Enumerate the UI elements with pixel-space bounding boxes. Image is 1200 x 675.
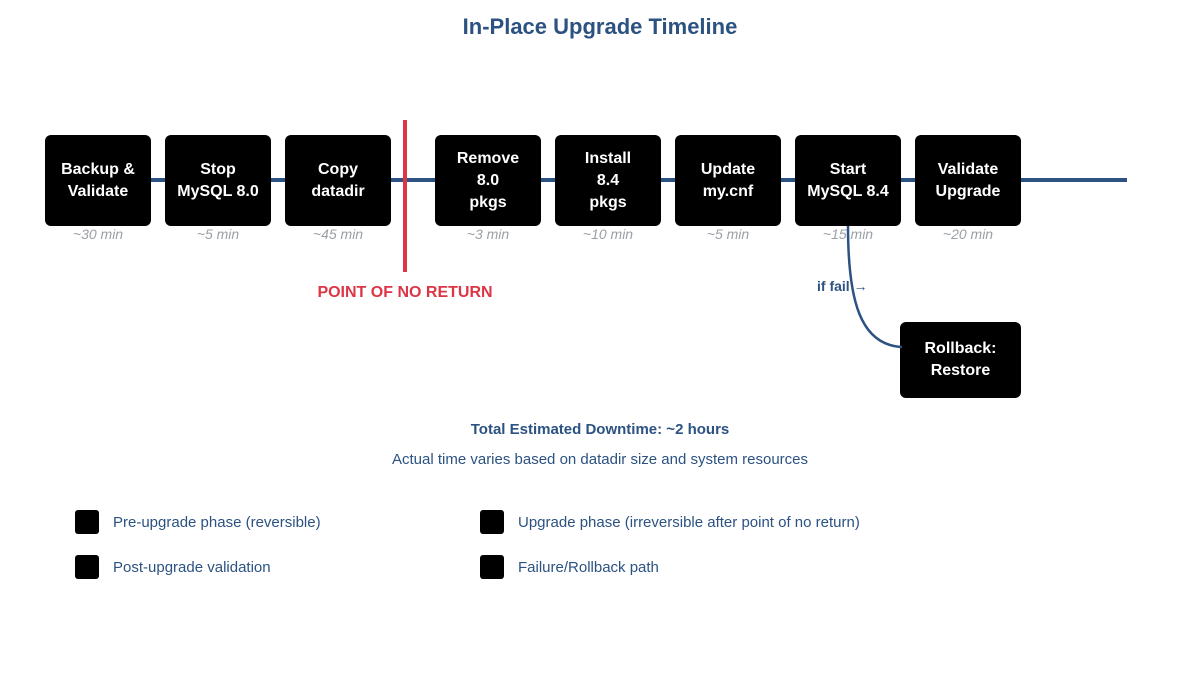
step-label: Stop MySQL 8.0 bbox=[177, 160, 259, 200]
legend-label: Upgrade phase (irreversible after point … bbox=[518, 513, 860, 531]
point-of-no-return-label: POINT OF NO RETURN bbox=[317, 284, 493, 301]
point-of-no-return-line bbox=[403, 120, 407, 272]
legend-swatch bbox=[480, 555, 504, 579]
rollback-label: Rollback: Restore bbox=[924, 340, 997, 379]
step-duration: ~30 min bbox=[72, 226, 124, 242]
step-start-mysql-84: Start MySQL 8.4 bbox=[795, 135, 901, 226]
step-label: Install 8.4 pkgs bbox=[584, 149, 632, 211]
step-update-mycnf: Update my.cnf bbox=[675, 135, 781, 226]
total-downtime: Total Estimated Downtime: ~2 hours bbox=[470, 421, 730, 438]
step-backup-validate: Backup & Validate bbox=[45, 135, 151, 226]
legend-item-pre-upgrade: Pre-upgrade phase (reversible) bbox=[75, 510, 321, 534]
legend-swatch bbox=[480, 510, 504, 534]
step-validate-upgrade: Validate Upgrade bbox=[915, 135, 1021, 226]
step-duration: ~20 min bbox=[942, 226, 994, 242]
step-label: Start MySQL 8.4 bbox=[807, 160, 889, 200]
step-install-84-pkgs: Install 8.4 pkgs bbox=[555, 135, 661, 226]
step-stop-mysql-80: Stop MySQL 8.0 bbox=[165, 135, 271, 226]
step-label: Backup & Validate bbox=[61, 160, 135, 200]
downtime-note: Actual time varies based on datadir size… bbox=[391, 451, 809, 468]
diagram-title: In-Place Upgrade Timeline bbox=[462, 14, 738, 39]
legend-item-post-upgrade: Post-upgrade validation bbox=[75, 555, 271, 579]
step-label: Update my.cnf bbox=[700, 160, 756, 200]
legend-label: Failure/Rollback path bbox=[518, 558, 659, 576]
step-duration: ~5 min bbox=[706, 226, 750, 242]
legend-swatch bbox=[75, 510, 99, 534]
step-label: Validate Upgrade bbox=[935, 160, 1001, 200]
step-duration: ~10 min bbox=[582, 226, 634, 242]
fail-label: if fail → bbox=[817, 278, 868, 294]
rollback-restore-box: Rollback: Restore bbox=[900, 322, 1021, 398]
step-label: Remove 8.0 pkgs bbox=[456, 149, 520, 211]
step-duration: ~45 min bbox=[312, 226, 364, 242]
legend-swatch bbox=[75, 555, 99, 579]
step-duration: ~3 min bbox=[466, 226, 510, 242]
legend-item-upgrade-phase: Upgrade phase (irreversible after point … bbox=[480, 510, 860, 534]
step-duration: ~15 min bbox=[822, 226, 874, 242]
step-copy-datadir: Copy datadir bbox=[285, 135, 391, 226]
step-label: Copy datadir bbox=[311, 160, 365, 200]
legend-label: Pre-upgrade phase (reversible) bbox=[113, 513, 321, 531]
step-remove-80-pkgs: Remove 8.0 pkgs bbox=[435, 135, 541, 226]
legend-item-rollback-path: Failure/Rollback path bbox=[480, 555, 659, 579]
legend-label: Post-upgrade validation bbox=[113, 558, 271, 576]
step-duration: ~5 min bbox=[196, 226, 240, 242]
